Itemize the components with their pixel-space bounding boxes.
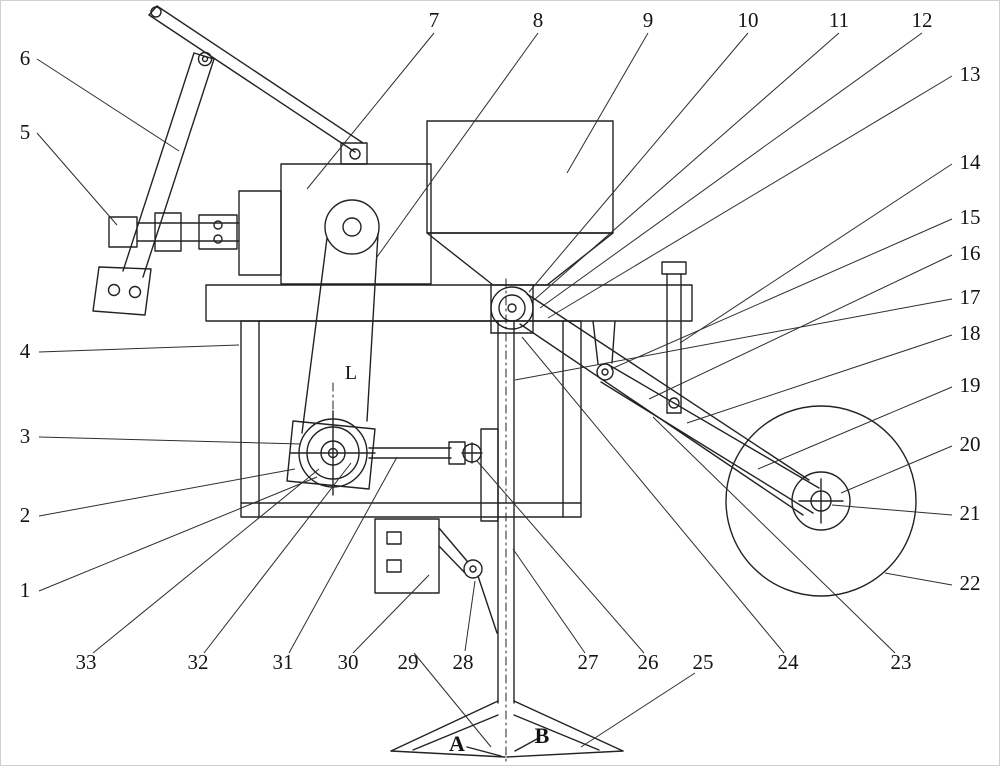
callout-27: 27 bbox=[578, 650, 599, 674]
drill-shaft bbox=[497, 278, 515, 762]
callout-5: 5 bbox=[20, 120, 31, 144]
gearbox bbox=[238, 142, 432, 285]
leader-9 bbox=[566, 32, 649, 174]
leader-33 bbox=[92, 468, 320, 654]
leader-32 bbox=[203, 462, 352, 654]
belt-drive bbox=[301, 199, 380, 434]
callout-1: 1 bbox=[20, 578, 31, 602]
leader-15 bbox=[610, 218, 953, 370]
leader-21 bbox=[831, 504, 953, 516]
leader-28 bbox=[464, 580, 476, 652]
callout-21: 21 bbox=[960, 501, 981, 525]
leader-24 bbox=[521, 336, 785, 654]
callout-31: 31 bbox=[273, 650, 294, 674]
callout-17: 17 bbox=[960, 285, 981, 309]
callout-26: 26 bbox=[638, 650, 659, 674]
leader-14 bbox=[679, 163, 953, 344]
callout-23: 23 bbox=[891, 650, 912, 674]
callout-30: 30 bbox=[338, 650, 359, 674]
leader-18 bbox=[686, 334, 953, 424]
callout-4: 4 bbox=[20, 339, 31, 363]
callout-20: 20 bbox=[960, 432, 981, 456]
lift-arm bbox=[92, 51, 215, 316]
leader-20 bbox=[840, 445, 953, 494]
leader-lines bbox=[36, 32, 953, 748]
callout-25: 25 bbox=[693, 650, 714, 674]
callout-6: 6 bbox=[20, 46, 31, 70]
leader-6 bbox=[36, 58, 180, 152]
leader-25 bbox=[580, 672, 696, 748]
leader-29 bbox=[413, 652, 492, 748]
main-frame-beam bbox=[205, 284, 693, 322]
callout-32: 32 bbox=[188, 650, 209, 674]
leader-2 bbox=[38, 468, 296, 517]
callout-11: 11 bbox=[829, 8, 849, 32]
callout-16: 16 bbox=[960, 241, 981, 265]
drive-pulley bbox=[490, 284, 534, 334]
leader-8 bbox=[376, 32, 539, 258]
callout-8: 8 bbox=[533, 8, 544, 32]
leader-19 bbox=[757, 386, 953, 470]
callout-7: 7 bbox=[429, 8, 440, 32]
leader-17 bbox=[514, 298, 953, 381]
leader-23 bbox=[652, 416, 896, 654]
seed-hopper bbox=[426, 120, 614, 286]
leader-30 bbox=[352, 574, 430, 654]
depth-adjust-bar bbox=[661, 261, 687, 414]
reference-letters: L A B bbox=[345, 362, 550, 756]
leader-4 bbox=[38, 344, 240, 353]
leader-31 bbox=[288, 456, 398, 654]
top-link-bar bbox=[148, 5, 364, 153]
letter-B: B bbox=[535, 723, 550, 748]
callout-19: 19 bbox=[960, 373, 981, 397]
callout-14: 14 bbox=[960, 150, 982, 174]
callout-12: 12 bbox=[912, 8, 933, 32]
callout-2: 2 bbox=[20, 503, 31, 527]
callout-18: 18 bbox=[960, 321, 981, 345]
callout-3: 3 bbox=[20, 424, 31, 448]
callout-24: 24 bbox=[778, 650, 800, 674]
callout-29: 29 bbox=[398, 650, 419, 674]
machine-drawing bbox=[92, 5, 917, 762]
callout-15: 15 bbox=[960, 205, 981, 229]
leader-11 bbox=[533, 32, 840, 301]
leader-10 bbox=[528, 32, 749, 293]
leader-26 bbox=[476, 460, 645, 654]
furrow-opener bbox=[390, 700, 624, 758]
mount-bracket bbox=[374, 518, 498, 634]
hitch-bar bbox=[108, 212, 240, 252]
metering-pulley bbox=[286, 382, 376, 496]
leader-1 bbox=[38, 476, 318, 592]
leader-7 bbox=[306, 32, 435, 190]
callout-10: 10 bbox=[738, 8, 759, 32]
leader-5 bbox=[36, 132, 118, 226]
leader-12 bbox=[539, 32, 923, 309]
callout-labels: 7 8 9 10 11 12 13 14 15 16 17 18 19 20 2… bbox=[20, 8, 981, 674]
leader-13 bbox=[547, 75, 953, 319]
callout-33: 33 bbox=[76, 650, 97, 674]
leader-3 bbox=[38, 436, 302, 445]
callout-13: 13 bbox=[960, 62, 981, 86]
callout-28: 28 bbox=[453, 650, 474, 674]
letter-L: L bbox=[345, 362, 357, 384]
callout-22: 22 bbox=[960, 571, 981, 595]
leader-27 bbox=[512, 548, 586, 654]
connecting-rod bbox=[368, 441, 483, 465]
leader-22 bbox=[884, 572, 953, 586]
callout-9: 9 bbox=[643, 8, 654, 32]
wheel-arm bbox=[592, 320, 820, 514]
letter-A: A bbox=[449, 731, 465, 756]
ground-wheel bbox=[725, 405, 917, 597]
